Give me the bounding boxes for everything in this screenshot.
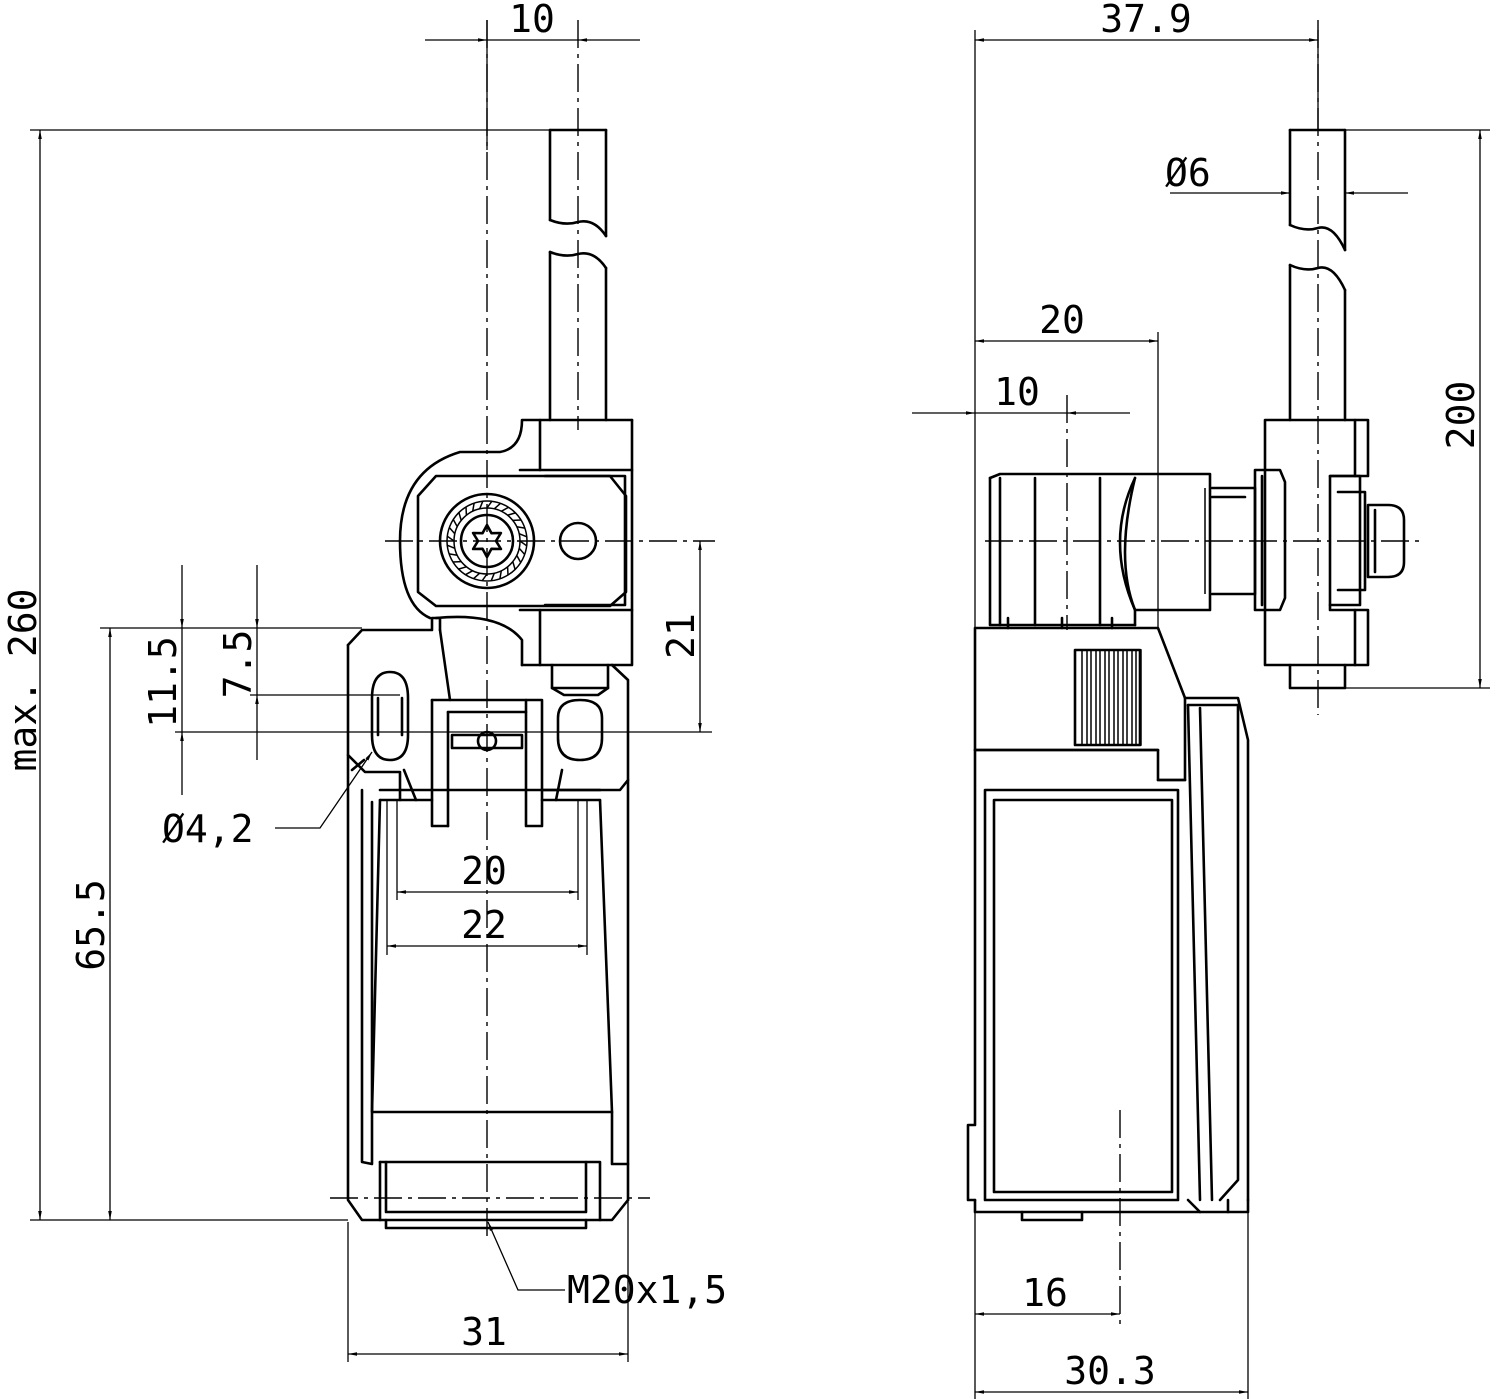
switch-head xyxy=(346,616,630,1202)
lever-clamp-side xyxy=(1204,418,1406,667)
dim-11-5: 11.5 xyxy=(141,636,185,728)
side-dimensions: 37.9 Ø6 200 20 10 16 xyxy=(912,0,1490,1399)
actuator-rod xyxy=(548,128,608,422)
hole-circle xyxy=(558,521,598,561)
switch-head-side xyxy=(988,472,1212,630)
dim-max-260: max. 260 xyxy=(1,588,45,771)
switch-body-side xyxy=(966,626,1250,1222)
dim-20-side: 20 xyxy=(1039,298,1085,342)
lever-arm xyxy=(398,418,634,667)
front-view: 10 max. 260 65.5 11.5 7.5 21 xyxy=(1,0,727,1362)
dim-31: 31 xyxy=(461,1310,507,1354)
dim-20: 20 xyxy=(461,849,507,893)
actuator-rod-side xyxy=(1288,128,1347,690)
side-view: 37.9 Ø6 200 20 10 16 xyxy=(912,0,1490,1399)
dim-dia-6: Ø6 xyxy=(1165,151,1211,195)
front-dimensions: 10 max. 260 65.5 11.5 7.5 21 xyxy=(1,0,727,1362)
dim-thread: M20x1,5 xyxy=(567,1268,727,1312)
dim-10-side: 10 xyxy=(994,370,1040,414)
dim-10-top: 10 xyxy=(509,0,555,41)
dim-30-3: 30.3 xyxy=(1064,1349,1156,1393)
dim-16: 16 xyxy=(1022,1271,1068,1315)
switch-body xyxy=(346,753,630,1230)
dim-21: 21 xyxy=(659,613,703,659)
knurled-hub xyxy=(438,492,536,590)
dim-37-9: 37.9 xyxy=(1100,0,1192,41)
dim-7-5: 7.5 xyxy=(216,630,260,699)
dim-200: 200 xyxy=(1439,381,1483,450)
dim-dia-4-2: Ø4,2 xyxy=(162,807,254,851)
dim-65-5: 65.5 xyxy=(69,879,113,971)
dim-22: 22 xyxy=(461,903,507,947)
